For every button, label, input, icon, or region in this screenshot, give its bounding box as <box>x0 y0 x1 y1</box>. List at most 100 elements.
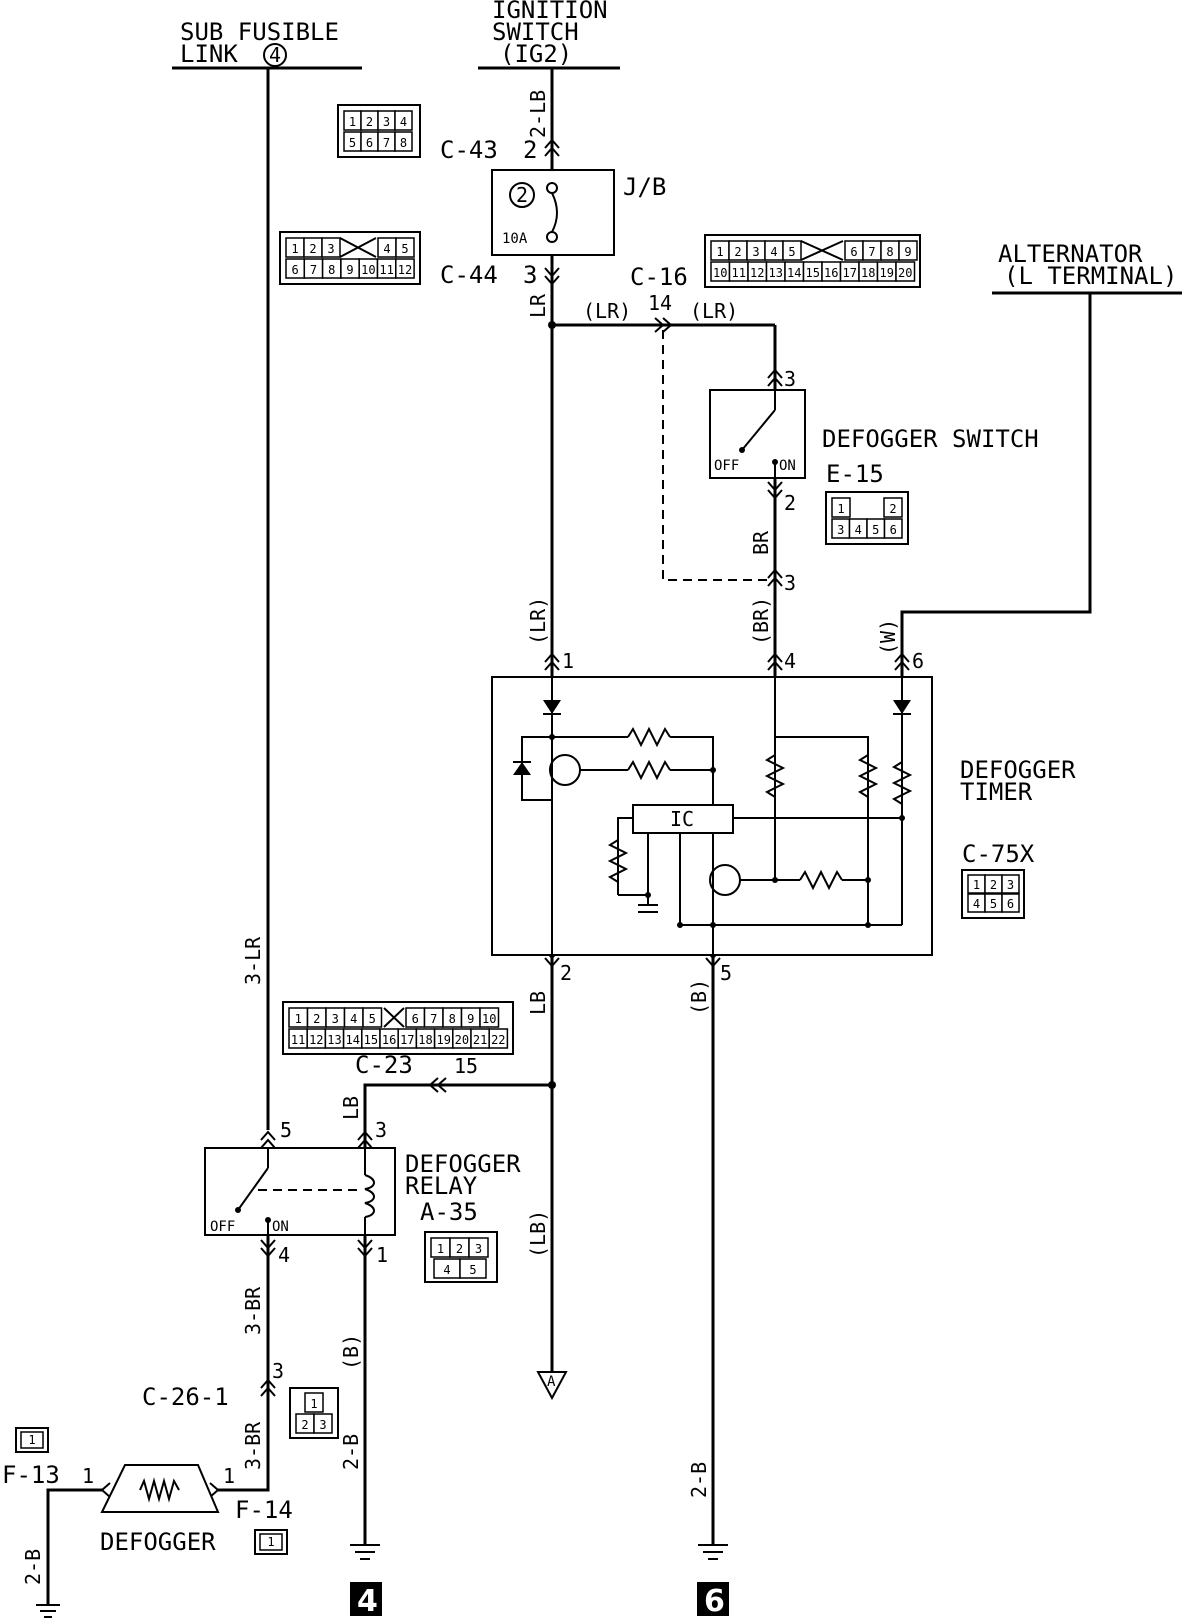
wire-label-2b-timer: 2-B <box>687 1462 711 1498</box>
c43-pin: 2 <box>366 115 373 129</box>
c43-label: C-43 <box>440 136 498 164</box>
c44-pin: 12 <box>398 263 412 277</box>
ignition-switch-label-3: (IG2) <box>500 40 572 68</box>
junction-block: 2 10A J/B <box>491 169 666 256</box>
c16-pin: 19 <box>880 266 894 280</box>
e15-pin: 3 <box>837 523 844 537</box>
c16-pin: 13 <box>769 266 783 280</box>
timer-resistor-4 <box>857 754 879 798</box>
c44-pin: 1 <box>291 242 298 256</box>
relay-contact-lever <box>237 1167 269 1211</box>
wire-label-lb: LB <box>526 991 550 1015</box>
wire-label-3br-2: 3-BR <box>241 1421 265 1470</box>
pin-relay-4: 4 <box>278 1243 290 1267</box>
wire-lb-to-relay <box>363 1083 552 1148</box>
a35-pin: 4 <box>443 1263 450 1277</box>
switch-off-label: OFF <box>714 458 739 474</box>
ignition-switch-source: IGNITION SWITCH (IG2) <box>478 0 620 70</box>
ground-badge-6-text: 6 <box>704 1584 725 1619</box>
c23-pin: 20 <box>455 1033 469 1047</box>
c75x-label: C-75X <box>962 840 1035 868</box>
relay-off-label: OFF <box>210 1219 235 1235</box>
e15-pin: 2 <box>889 502 896 516</box>
c75x-pin: 2 <box>990 878 997 892</box>
wire-label-lr-paren-3: (LR) <box>690 299 738 323</box>
wire-label-lr-paren-2: (LR) <box>583 299 631 323</box>
c23-label: C-23 <box>355 1051 413 1079</box>
c16-pin: 11 <box>732 266 746 280</box>
c26-pin: 3 <box>319 1418 326 1432</box>
pin-f13-1: 1 <box>82 1464 94 1488</box>
c23-pin: 4 <box>350 1012 357 1026</box>
switch-lever <box>741 409 776 451</box>
c44-pin: 10 <box>361 263 375 277</box>
c44-pin: 6 <box>292 263 299 277</box>
wire-label-b-paren-relay: (B) <box>339 1334 363 1370</box>
c26-cell <box>313 1413 333 1434</box>
c43-pin: 6 <box>366 136 373 150</box>
f13-pin: 1 <box>28 1433 35 1447</box>
c44-cell <box>395 237 415 258</box>
pin-timer-4: 4 <box>784 649 796 673</box>
timer-diode-2 <box>893 700 911 714</box>
defogger-trapezoid <box>100 1464 220 1513</box>
pin-c26-3: 3 <box>272 1359 284 1383</box>
f14-pin: 1 <box>267 1535 274 1549</box>
c23-pin: 14 <box>345 1033 359 1047</box>
c26-pin: 2 <box>301 1418 308 1432</box>
wire-2b-defogger <box>46 1488 102 1605</box>
defogger-timer: DEFOGGER TIMER C-75X IC <box>491 676 1076 956</box>
c44-pin: 5 <box>401 242 408 256</box>
c16-pin: 5 <box>788 245 795 259</box>
c16-pin: 20 <box>898 266 912 280</box>
wire-label-br-paren: (BR) <box>749 597 773 645</box>
defogger-heating-element <box>139 1477 180 1503</box>
timer-resistor-2 <box>627 759 671 781</box>
pin-c44-3: 3 <box>523 261 537 289</box>
c16-label: C-16 <box>630 263 688 291</box>
c23-pin: 16 <box>382 1033 396 1047</box>
c26-label: C-26-1 <box>142 1383 229 1411</box>
alternator-source: ALTERNATOR (L TERMINAL) <box>992 240 1182 295</box>
c44-cell <box>395 258 415 279</box>
c16-pin: 2 <box>734 245 741 259</box>
timer-ic <box>632 804 734 834</box>
c23-pin: 11 <box>291 1033 305 1047</box>
fuse-element <box>551 192 558 233</box>
timer-resistor-7 <box>799 869 843 891</box>
c16-pin: 6 <box>850 245 857 259</box>
c23-pin: 7 <box>430 1012 437 1026</box>
alternator-label-1: ALTERNATOR <box>998 240 1143 268</box>
pin-timer-6: 6 <box>912 649 924 673</box>
c43-pin: 7 <box>383 136 390 150</box>
c43-cell <box>394 131 413 152</box>
c75x-cell <box>1001 874 1020 894</box>
c16-cell <box>782 240 802 261</box>
defogger-timer-label-1: DEFOGGER <box>960 756 1076 784</box>
pin-relay-1: 1 <box>376 1243 388 1267</box>
c75x-pin: 1 <box>973 878 980 892</box>
wire-label-3lr: 3-LR <box>241 936 265 985</box>
defogger-element: DEFOGGER F-13 F-14 <box>2 1461 293 1556</box>
jb-label: J/B <box>623 173 666 201</box>
defogger-switch: OFF ON DEFOGGER SWITCH E-15 <box>709 389 1039 488</box>
fuse-rating: 10A <box>502 231 528 247</box>
wire-label-w: (W) <box>876 619 900 655</box>
a35-pin: 1 <box>437 1242 444 1256</box>
c23-pin: 8 <box>449 1012 456 1026</box>
c43-pin: 8 <box>400 136 407 150</box>
c16-cell <box>898 240 918 261</box>
f14-label: F-14 <box>235 1496 293 1524</box>
c23-pin: 10 <box>482 1012 496 1026</box>
c44-cell <box>321 237 341 258</box>
switch-on-label: ON <box>779 458 796 474</box>
ground-badge-6: 6 <box>697 1582 729 1619</box>
defogger-relay: OFF ON DEFOGGER RELAY A-35 <box>204 1147 521 1236</box>
fusible-link-number-circle <box>263 43 287 67</box>
f14-cell <box>259 1533 283 1551</box>
ground-badge-4-text: 4 <box>357 1584 378 1619</box>
